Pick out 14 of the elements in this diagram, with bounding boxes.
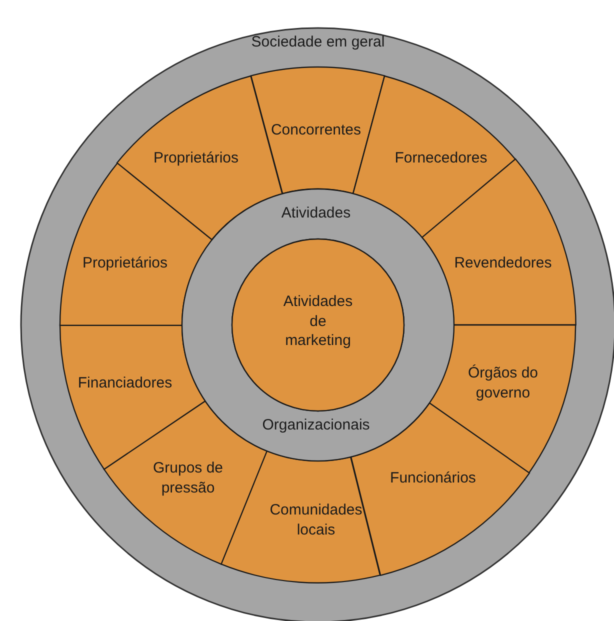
- segment-label: Revendedores: [453, 253, 553, 273]
- ring-label: Atividades: [280, 203, 352, 223]
- segment-label: Grupos de pressão: [152, 458, 224, 498]
- segment-label: Fornecedores: [394, 148, 488, 168]
- segment-label: Órgãos do governo: [466, 364, 540, 402]
- segment-label: Proprietários: [81, 253, 169, 273]
- ring-label: Organizacionais: [261, 415, 371, 435]
- segment-label: Funcionários: [389, 468, 477, 488]
- segment-label: Proprietários: [152, 148, 240, 168]
- segment-label: Comunidades locais: [268, 500, 364, 540]
- segment-label: Concorrentes: [270, 120, 362, 140]
- center-label: Atividades de marketing: [282, 292, 354, 350]
- segment-label: Financiadores: [76, 373, 174, 393]
- ring-label: Sociedade em geral: [250, 32, 386, 52]
